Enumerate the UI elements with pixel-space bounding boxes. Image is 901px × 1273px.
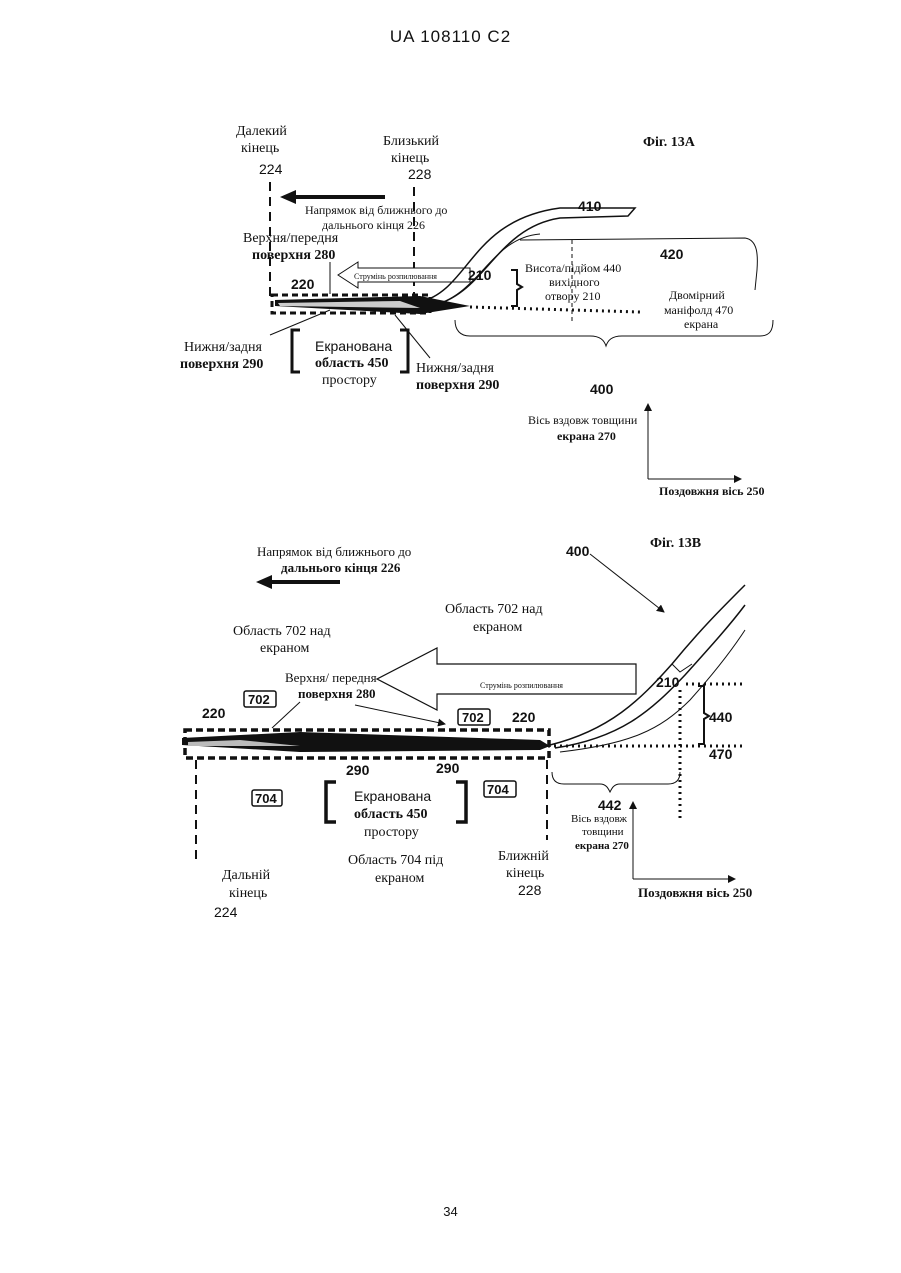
page-number: 34 (0, 1204, 901, 1219)
fig13a-height-line1: Висота/підйом 440 (525, 261, 621, 275)
fig13a-far-end-label: Далекий кінець 224 (236, 124, 287, 177)
fig13a-thickness-line2: екрана 270 (557, 429, 616, 443)
fig13b-direction-arrowhead (256, 575, 272, 589)
fig13a-direction-arrowhead (280, 190, 296, 204)
fig13a-near-end-line1: Близький (383, 134, 440, 149)
fig13b-shield-right-bracket (456, 782, 466, 822)
fig13a-bottom-right-line1: Нижня/задня (416, 361, 494, 376)
fig13b-near-end-line1: Ближній (498, 849, 549, 864)
fig13a-thickness-line1: Вісь вздовж товщини (528, 413, 638, 427)
fig13a-bottom-left-line1: Нижня/задня (184, 340, 262, 355)
fig13a-manifold-line3: екрана (684, 317, 719, 331)
fig13a-bottom-left-line2: поверхня 290 (180, 357, 263, 372)
fig13a-shielded-line2: область 450 (315, 356, 389, 371)
fig13b-label-470: 470 (709, 746, 733, 762)
fig13a-title: Фіг. 13А (643, 135, 696, 150)
fig13b-above-right-line1: Область 702 над (445, 602, 543, 617)
fig13a-shielded-line1: Екранована (315, 338, 392, 354)
fig13a-manifold-line2: маніфолд 470 (664, 303, 733, 317)
fig13b-shield-left-bracket (326, 782, 336, 822)
fig13b-above-left-line2: екраном (260, 641, 309, 656)
fig13b-label-290-left: 290 (346, 762, 370, 778)
fig13b-442-brace (552, 772, 680, 792)
fig13a-far-end-number: 224 (259, 161, 283, 177)
fig13b-box-702-left-label: 702 (248, 692, 270, 707)
fig13a-400-brace (455, 320, 773, 346)
fig13b-box-704-right-label: 704 (487, 782, 509, 797)
fig13b-label-442: 442 (598, 797, 622, 813)
fig13a-height-brace (511, 270, 522, 306)
fig13a-upper-tube (420, 208, 635, 306)
fig13b-thickness-line3: екрана 270 (575, 840, 629, 852)
fig13a-shield-right-bracket (400, 330, 408, 372)
fig13a-near-end-number: 228 (408, 166, 432, 182)
figure-13a: Фіг. 13А Далекий кінець 224 Близький кін… (180, 124, 773, 498)
fig13b-below-line2: екраном (375, 871, 424, 886)
fig13b-below-line1: Область 704 під (348, 853, 443, 868)
fig13a-label-220: 220 (291, 276, 315, 292)
fig13a-height-line3: отвору 210 (545, 289, 601, 303)
fig13a-bottom-right-pointer (395, 315, 430, 358)
fig13b-label-220-left: 220 (202, 705, 226, 721)
figure-13b: Фіг. 13В 400 Напрямок від ближнього до д… (182, 536, 752, 920)
fig13a-direction-line1: Напрямок від ближнього до (305, 203, 447, 217)
fig13b-above-left-line1: Область 702 над (233, 624, 331, 639)
fig13b-shielded-line2: область 450 (354, 807, 428, 822)
fig13a-near-end-line2: кінець (391, 151, 429, 166)
fig13a-manifold-line1: Двомірний (669, 288, 725, 302)
fig13b-box-702-right-label: 702 (462, 710, 484, 725)
fig13a-top-surface-line2: поверхня 280 (252, 248, 335, 263)
fig13a-label-410: 410 (578, 198, 602, 214)
fig13b-spray-label: Струмінь розпилювання (480, 681, 563, 690)
fig13b-thickness-line2: товщини (582, 826, 624, 838)
fig13b-top-surface-line1: Верхня/ передня (285, 670, 377, 685)
fig13b-label-290-right: 290 (436, 760, 460, 776)
fig13a-label-210: 210 (468, 267, 492, 283)
fig13a-far-end-line2: кінець (241, 141, 279, 156)
fig13a-label-420: 420 (660, 246, 684, 262)
fig13b-above-right-line2: екраном (473, 620, 522, 635)
fig13b-far-end-line2: кінець (229, 886, 267, 901)
fig13b-shielded-line3: простору (364, 825, 419, 840)
fig13b-top-surface-line2: поверхня 280 (298, 686, 375, 701)
fig13b-label-440: 440 (709, 709, 733, 725)
fig13a-spray-label: Струмінь розпилювання (354, 272, 437, 281)
fig13b-longitudinal-label: Поздовжня вісь 250 (638, 885, 752, 900)
fig13b-label-400: 400 (566, 543, 590, 559)
fig13b-direction-line2: дальнього кінця 226 (281, 560, 401, 575)
fig13b-label-220-right: 220 (512, 709, 536, 725)
fig13b-far-end-number: 224 (214, 904, 238, 920)
fig13b-thickness-line1: Вісь вздовж (571, 813, 627, 825)
fig13a-height-line2: вихідного (549, 275, 600, 289)
fig13b-spray-arrow (377, 648, 636, 710)
fig13a-longitudinal-label: Поздовжня вісь 250 (659, 484, 764, 498)
fig13b-box-704-left-label: 704 (255, 791, 277, 806)
fig13a-near-end-label: Близький кінець 228 (383, 134, 440, 182)
fig13a-far-end-line1: Далекий (236, 124, 287, 139)
fig13b-far-end-line1: Дальній (222, 868, 271, 883)
fig13b-near-end-line2: кінець (506, 866, 544, 881)
fig13b-shielded-line1: Екранована (354, 788, 431, 804)
fig13b-title: Фіг. 13В (650, 536, 701, 551)
fig13a-label-400: 400 (590, 381, 614, 397)
fig13a-manifold-dotted-line (470, 307, 640, 312)
fig13a-direction-line2: дальнього кінця 226 (322, 218, 425, 232)
fig13b-label-210: 210 (656, 674, 680, 690)
fig13b-400-pointer (590, 554, 664, 612)
fig13a-shielded-line3: простору (322, 373, 377, 388)
fig13b-top-surface-pointer-right (355, 705, 445, 724)
fig13b-440-brace (698, 686, 709, 744)
fig13a-bottom-right-line2: поверхня 290 (416, 378, 499, 393)
fig13b-direction-line1: Напрямок від ближнього до (257, 544, 411, 559)
fig13a-top-surface-line1: Верхня/передня (243, 231, 339, 246)
fig13b-near-end-number: 228 (518, 882, 542, 898)
fig13a-shield-left-bracket (292, 330, 300, 372)
